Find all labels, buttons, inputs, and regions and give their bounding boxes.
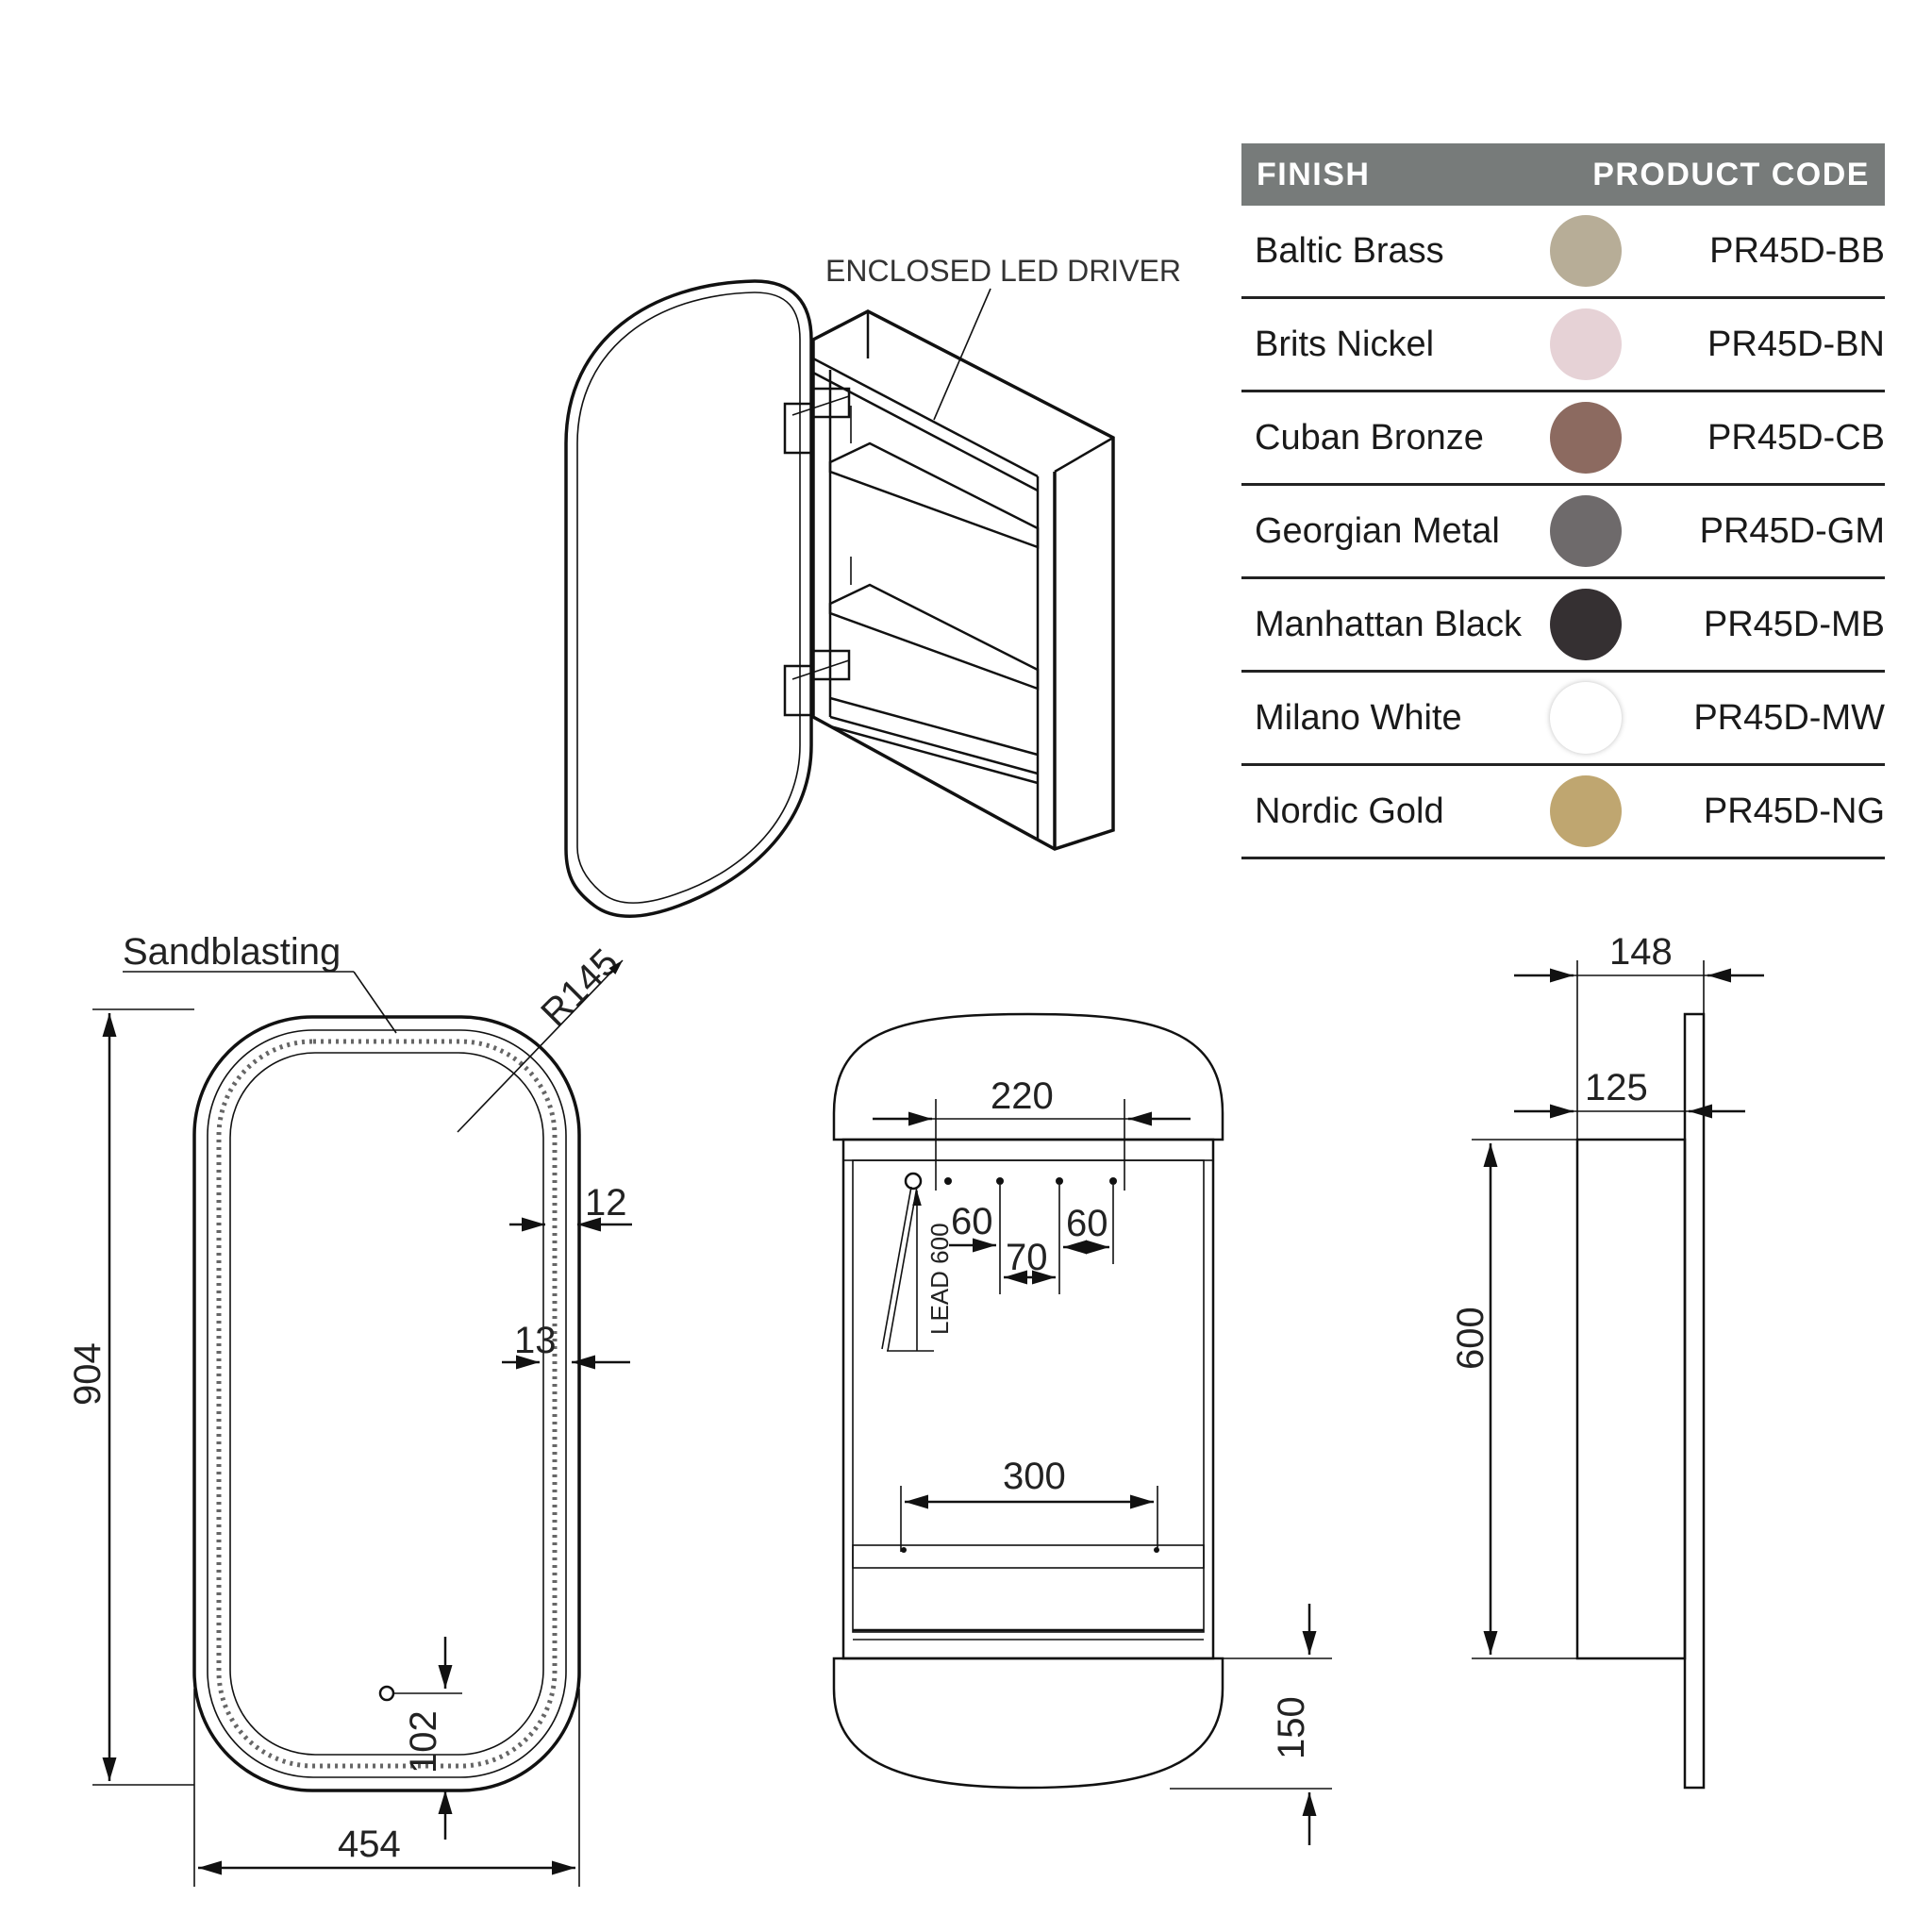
sandblasting-band <box>216 1039 558 1769</box>
shelf-span-dimension: 300 <box>1003 1456 1066 1497</box>
side-cabinet-body <box>1575 1138 1687 1660</box>
finish-swatch <box>1550 775 1622 847</box>
product-code: PR45D-CB <box>1707 417 1885 458</box>
front-view: Sandblasting R145 904 454 12 13 102 <box>67 931 632 1887</box>
hole-span-dimension: 220 <box>991 1075 1054 1117</box>
body-height-dimension: 600 <box>1450 1307 1491 1370</box>
side-mirror-panel <box>1683 1012 1706 1790</box>
product-code: PR45D-BN <box>1707 324 1885 364</box>
radius-label: R145 <box>533 941 626 1035</box>
bottom-offset-dimension: 150 <box>1271 1696 1312 1759</box>
product-code-column-header: PRODUCT CODE <box>1592 156 1870 192</box>
iso-door <box>564 279 813 918</box>
border-outer-dimension: 12 <box>585 1182 627 1224</box>
finish-name: Milano White <box>1255 697 1462 738</box>
finish-swatch <box>1550 308 1622 380</box>
interior-top-cap <box>832 1012 1224 1141</box>
table-row: Nordic Gold PR45D-NG <box>1241 766 1885 859</box>
finish-table-body: Baltic Brass PR45D-BB Brits Nickel PR45D-BN… <box>1241 206 1885 859</box>
finish-table: FINISH PRODUCT CODE Baltic Brass PR45D-BB… <box>1241 143 1885 859</box>
finish-swatch <box>1550 682 1622 754</box>
interior-view: 220 60 70 60 LEAD 600 300 150 <box>832 1012 1332 1845</box>
product-code: PR45D-NG <box>1703 791 1885 831</box>
spacing-left-dimension: 60 <box>951 1201 993 1242</box>
border-inner-dimension: 13 <box>514 1320 557 1361</box>
finish-swatch <box>1550 495 1622 567</box>
spacing-mid-dimension: 70 <box>1006 1237 1048 1278</box>
product-code: PR45D-MB <box>1703 604 1885 644</box>
product-code: PR45D-BB <box>1709 230 1885 271</box>
finish-name: Cuban Bronze <box>1255 417 1484 458</box>
mirror-outline <box>192 1015 581 1792</box>
table-row: Milano White PR45D-MW <box>1241 673 1885 766</box>
width-dimension: 454 <box>338 1824 401 1865</box>
led-driver-leader <box>933 288 991 421</box>
finish-name: Baltic Brass <box>1255 230 1444 271</box>
finish-name: Brits Nickel <box>1255 324 1435 364</box>
sensor-icon <box>378 1685 395 1702</box>
iso-hinge-top <box>783 387 851 455</box>
depth-body-dimension: 125 <box>1585 1067 1648 1108</box>
sandblasting-label: Sandblasting <box>123 931 341 973</box>
led-driver-callout: ENCLOSED LED DRIVER <box>825 254 1181 288</box>
table-row: Baltic Brass PR45D-BB <box>1241 206 1885 299</box>
interior-bottom-cap <box>832 1657 1224 1790</box>
table-row: Georgian Metal PR45D-GM <box>1241 486 1885 579</box>
spacing-right-dimension: 60 <box>1066 1203 1108 1244</box>
depth-total-dimension: 148 <box>1609 931 1673 973</box>
lead-length-label: LEAD 600 <box>925 1223 954 1335</box>
iso-hinge-bottom <box>783 649 851 717</box>
isometric-view: ENCLOSED LED DRIVER <box>564 254 1181 918</box>
side-view: 148 125 600 <box>1450 931 1764 1790</box>
finish-name: Georgian Metal <box>1255 510 1500 551</box>
finish-swatch <box>1550 215 1622 287</box>
interior-cabinet <box>841 1138 1215 1660</box>
table-row: Brits Nickel PR45D-BN <box>1241 299 1885 392</box>
height-dimension: 904 <box>67 1342 108 1406</box>
product-code: PR45D-MW <box>1693 697 1885 738</box>
finish-column-header: FINISH <box>1257 156 1371 192</box>
iso-cabinet-body <box>811 309 1115 851</box>
interior-shelf <box>852 1544 1205 1569</box>
finish-swatch <box>1550 402 1622 474</box>
cable-entry-icon <box>904 1172 923 1191</box>
finish-table-header: FINISH PRODUCT CODE <box>1241 143 1885 206</box>
product-code: PR45D-GM <box>1699 510 1885 551</box>
table-row: Manhattan Black PR45D-MB <box>1241 579 1885 673</box>
finish-name: Manhattan Black <box>1255 604 1523 644</box>
finish-swatch <box>1550 589 1622 660</box>
sensor-offset-dimension: 102 <box>403 1710 444 1774</box>
finish-name: Nordic Gold <box>1255 791 1444 831</box>
table-row: Cuban Bronze PR45D-CB <box>1241 392 1885 486</box>
